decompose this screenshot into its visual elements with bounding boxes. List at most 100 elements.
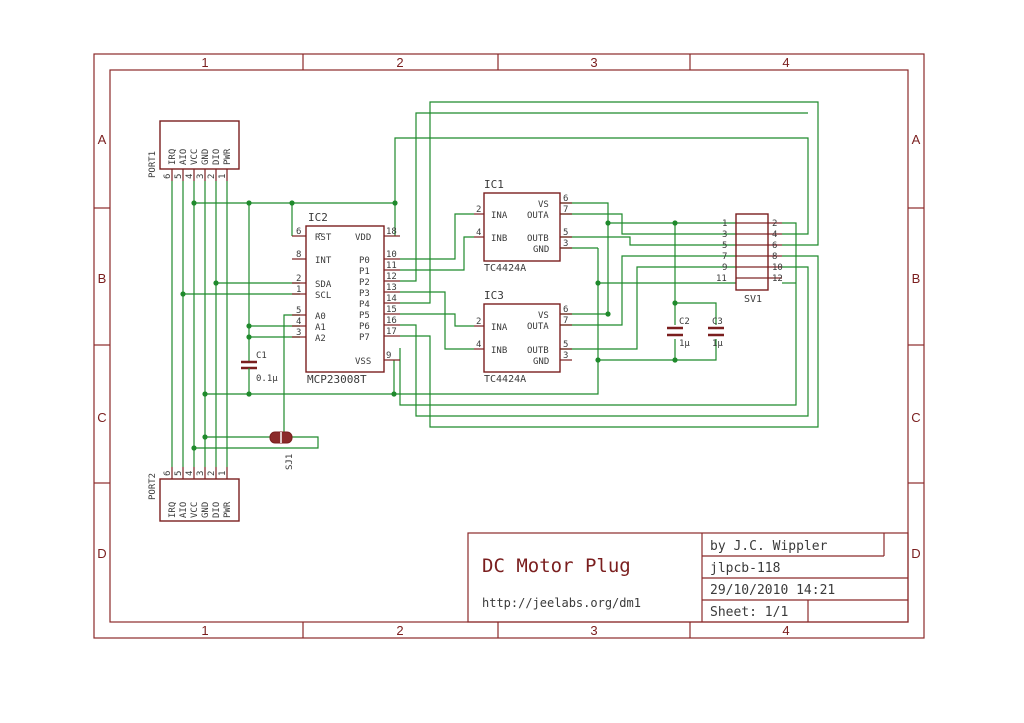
ic2-pin-10: 10 [386, 250, 397, 260]
port1-sig-irq: IRQ [168, 149, 178, 165]
ic3-body [474, 303, 572, 373]
ic2-body [292, 225, 400, 373]
sv1-pin-9: 9 [722, 263, 727, 273]
c2-name: C2 [679, 317, 690, 327]
wires [171, 101, 819, 467]
ic2-sig-p6: P6 [359, 322, 370, 332]
ic2-pin-18: 18 [386, 227, 397, 237]
sv1-pin-8: 8 [772, 252, 777, 262]
ic1-sig-gnd: GND [533, 245, 549, 255]
port1-pin-2: 2 [207, 174, 217, 179]
row-marker-right-c: C [911, 410, 920, 425]
ic2-sig-p4: P4 [359, 300, 370, 310]
author-text: by J.C. Wippler [710, 539, 828, 554]
row-marker-left-d: D [97, 546, 106, 561]
port1-sig-vcc: VCC [190, 149, 200, 165]
col-marker-top-3: 3 [590, 55, 597, 70]
sv1-pin-11: 11 [716, 274, 727, 284]
ic1-pin-3: 3 [563, 239, 568, 249]
ic2-pin-2: 2 [296, 274, 301, 284]
ic2-pin-5: 5 [296, 306, 301, 316]
row-marker-left-c: C [97, 410, 106, 425]
ic2-name: IC2 [308, 211, 328, 224]
c1-value: 0.1μ [256, 374, 278, 384]
ic2-sig-p0: P0 [359, 256, 370, 266]
title-text: DC Motor Plug [482, 555, 631, 577]
ic2-sig-rst: RST [315, 233, 332, 243]
sv1-pin-5: 5 [722, 241, 727, 251]
ic2-sig-sda: SDA [315, 280, 332, 290]
ic2-sig-a1: A1 [315, 323, 326, 333]
ic2-pin-11: 11 [386, 261, 397, 271]
c1-capacitor [241, 360, 257, 372]
ic2-sig-a0: A0 [315, 312, 326, 322]
ic3-sig-ina: INA [491, 323, 508, 333]
port2-sig-pwr: PWR [223, 501, 233, 518]
ic3-name: IC3 [484, 289, 504, 302]
col-marker-top-4: 4 [782, 55, 789, 70]
ic1-part: TC4424A [484, 263, 526, 274]
ic3-pin-3: 3 [563, 351, 568, 361]
ic2-sig-vss: VSS [355, 357, 371, 367]
ic1-name: IC1 [484, 178, 504, 191]
port1-sig-gnd: GND [201, 149, 211, 165]
sheet-text: Sheet: 1/1 [710, 605, 788, 620]
col-marker-bottom-2: 2 [396, 623, 403, 638]
ic3-pin-4: 4 [476, 340, 481, 350]
outer-frame [93, 53, 925, 639]
ic2-pin-12: 12 [386, 272, 397, 282]
ic1-sig-vs: VS [538, 200, 549, 210]
sv1-header [735, 213, 782, 291]
port1-sig-dio: DIO [212, 149, 222, 165]
ic3-pin-7: 7 [563, 316, 568, 326]
ic2-sig-p1: P1 [359, 267, 370, 277]
port1-sig-pwr: PWR [223, 148, 233, 165]
ic1-pin-2: 2 [476, 205, 481, 215]
port1-pin-1: 1 [218, 174, 228, 179]
port2-sig-vcc: VCC [190, 502, 200, 518]
sv1-name: SV1 [744, 294, 762, 305]
c3-capacitor [708, 326, 724, 337]
ic3-sig-outb: OUTB [527, 346, 549, 356]
board-text: jlpcb-118 [710, 561, 780, 576]
port1-name: PORT1 [148, 151, 158, 178]
ic3-sig-outa: OUTA [527, 322, 549, 332]
sv1-pin-10: 10 [772, 263, 783, 273]
c2-value: 1μ [679, 339, 690, 349]
row-marker-right-b: B [912, 271, 921, 286]
ic2-pin-9: 9 [386, 351, 391, 361]
port2-sig-irq: IRQ [168, 502, 178, 518]
row-marker-left-b: B [98, 271, 107, 286]
datetime-text: 29/10/2010 14:21 [710, 583, 835, 598]
sj1-name: SJ1 [285, 454, 295, 470]
c3-value: 1μ [712, 339, 723, 349]
ic2-pin-13: 13 [386, 283, 397, 293]
ic3-sig-vs: VS [538, 311, 549, 321]
col-marker-top-2: 2 [396, 55, 403, 70]
port1-pin-5: 5 [174, 174, 184, 179]
port2-pin-6: 6 [163, 471, 173, 476]
sv1-pin-2: 2 [772, 219, 777, 229]
port1-sig-aio: AIO [179, 149, 189, 165]
port2-sig-aio: AIO [179, 502, 189, 518]
ic1-pin-4: 4 [476, 228, 481, 238]
ic1-sig-outa: OUTA [527, 211, 549, 221]
port1-connector [159, 120, 240, 181]
port2-pin-4: 4 [185, 471, 195, 476]
ic3-pin-2: 2 [476, 317, 481, 327]
frame-dividers [94, 54, 924, 638]
sv1-pin-7: 7 [722, 252, 727, 262]
port2-connector [159, 467, 240, 522]
ic3-pin-5: 5 [563, 340, 568, 350]
ic2-pin-4: 4 [296, 317, 301, 327]
ic2-pin-16: 16 [386, 316, 397, 326]
title-block [467, 532, 909, 623]
ic2-pin-6: 6 [296, 227, 301, 237]
port2-pin-1: 1 [218, 471, 228, 476]
ic1-sig-outb: OUTB [527, 234, 549, 244]
c3-name: C3 [712, 317, 723, 327]
sv1-pin-4: 4 [772, 230, 777, 240]
port1-pin-4: 4 [185, 174, 195, 179]
row-marker-left-a: A [98, 132, 107, 147]
ic1-pin-7: 7 [563, 205, 568, 215]
